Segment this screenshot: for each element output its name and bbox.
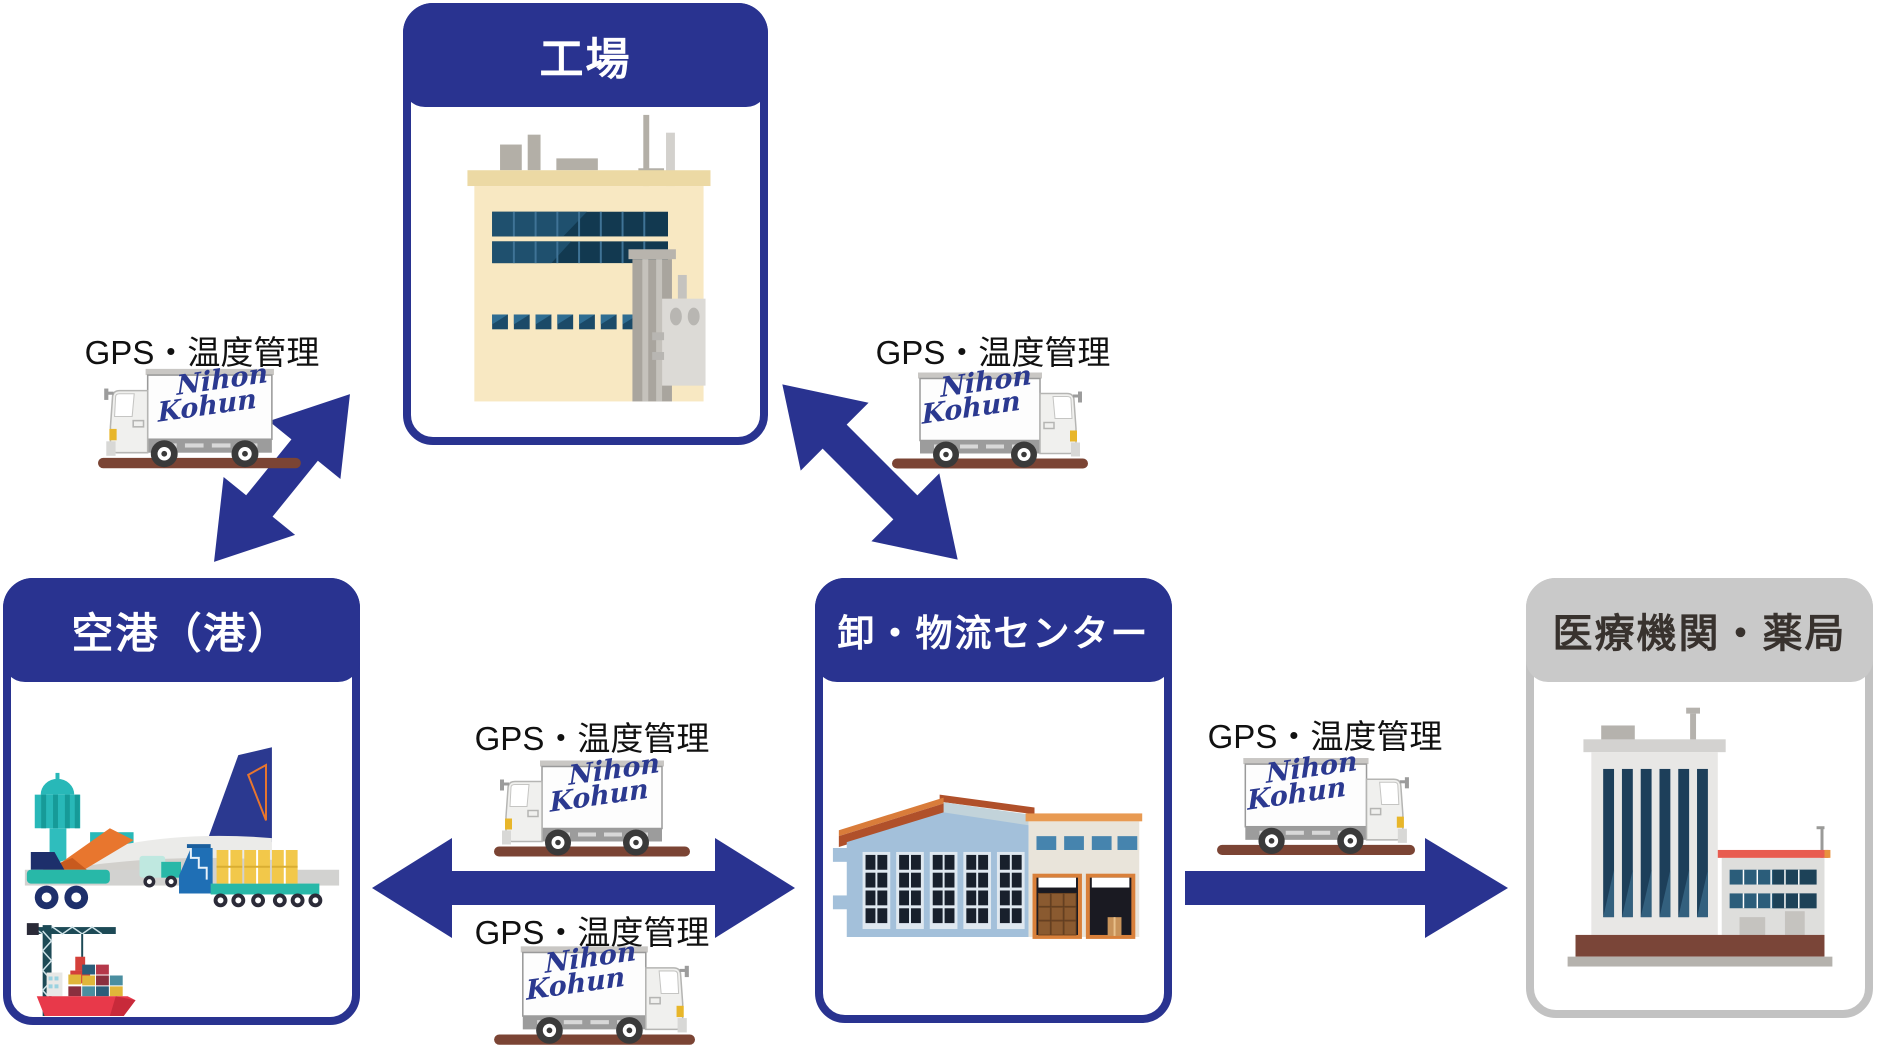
logistics-header: 卸・物流センター <box>815 578 1172 682</box>
arrow-airport-logistics <box>372 838 795 938</box>
factory-header: 工場 <box>403 3 768 107</box>
gps-label: GPS・温度管理 <box>1207 718 1443 755</box>
gps-label: GPS・温度管理 <box>84 334 320 371</box>
airport-header: 空港（港） <box>3 578 360 682</box>
truck-icon: Nihon Kohun <box>490 935 695 1048</box>
truck-icon: Nihon Kohun <box>494 748 694 862</box>
arrow-factory-logistics <box>782 384 958 560</box>
truck-icon: Nihon Kohun <box>1213 746 1415 860</box>
warehouse-icon <box>832 794 1143 939</box>
airport-icon <box>24 747 340 1017</box>
gps-label: GPS・温度管理 <box>474 720 710 757</box>
medical-title: 医療機関・薬局 <box>1552 612 1847 656</box>
hospital-icon <box>1567 707 1833 967</box>
factory-title: 工場 <box>539 35 632 84</box>
gps-label: GPS・温度管理 <box>875 334 1111 371</box>
airport-node: 空港（港） <box>3 578 360 1025</box>
truck-icon: Nihon Kohun <box>98 358 305 472</box>
medical-header: 医療機関・薬局 <box>1526 578 1873 682</box>
airport-title: 空港（港） <box>71 609 292 657</box>
arrow-logistics-medical <box>1185 838 1508 938</box>
gps-label: GPS・温度管理 <box>474 914 710 951</box>
logistics-title: 卸・物流センター <box>837 613 1150 654</box>
logistics-node: 卸・物流センター <box>815 578 1172 1023</box>
factory-icon <box>467 114 711 402</box>
arrow-airport-factory <box>214 394 350 562</box>
factory-node: 工場 <box>403 3 768 445</box>
truck-icon: Nihon Kohun <box>888 360 1088 474</box>
medical-node: 医療機関・薬局 <box>1526 578 1873 1018</box>
